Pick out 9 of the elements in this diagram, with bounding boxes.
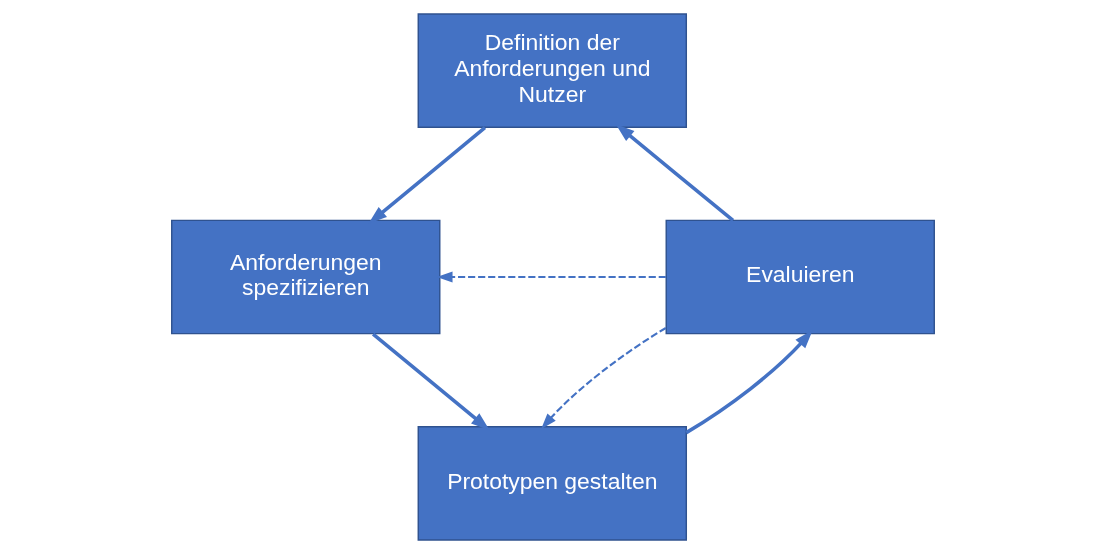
arrow <box>615 124 735 222</box>
node-box: Anforderungen spezifizieren <box>171 219 441 335</box>
arrow <box>541 327 667 429</box>
arrow <box>372 332 490 431</box>
node-box: Definition der Anforderungen und Nutzer <box>417 13 687 128</box>
node-box: Evaluieren <box>665 219 935 335</box>
node-box: Prototypen gestalten <box>417 426 687 541</box>
arrow <box>436 271 666 283</box>
arrow <box>368 126 487 224</box>
